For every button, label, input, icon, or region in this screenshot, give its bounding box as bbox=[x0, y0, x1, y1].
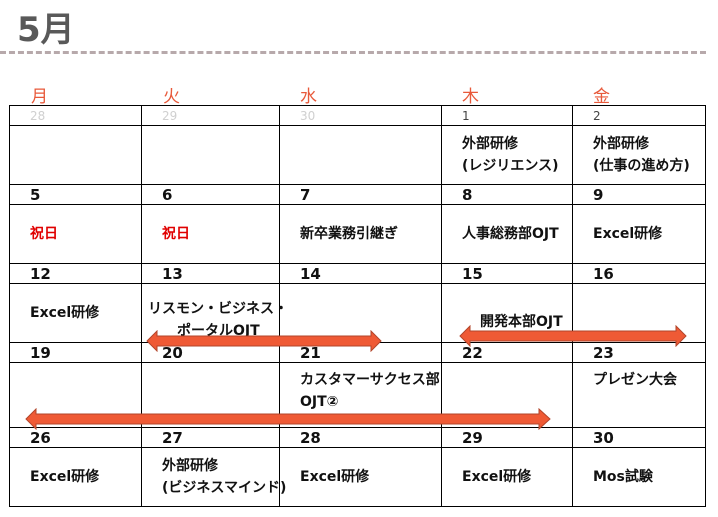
date-cell[interactable]: 5 bbox=[9, 184, 142, 205]
date-cell[interactable]: 29 bbox=[441, 427, 573, 448]
event-cell[interactable]: Mos試験 bbox=[572, 447, 706, 507]
date-cell[interactable]: 29 bbox=[141, 105, 280, 126]
event-text: Mos試験 bbox=[593, 469, 653, 485]
event-cell[interactable]: 新卒業務引継ぎ bbox=[279, 204, 442, 264]
event-cell[interactable] bbox=[279, 125, 442, 185]
event-text: Excel研修 bbox=[593, 226, 663, 242]
event-text: カスタマーサクセス部 bbox=[300, 372, 440, 388]
date-cell[interactable]: 1 bbox=[441, 105, 573, 126]
span-event-label: リスモン・ビジネス・ bbox=[148, 301, 288, 317]
date-cell[interactable]: 28 bbox=[279, 427, 442, 448]
double-arrow-icon[interactable] bbox=[145, 330, 385, 352]
date-row: 26 27 28 29 30 bbox=[9, 427, 706, 448]
event-text: Excel研修 bbox=[462, 469, 532, 485]
event-row: 外部研修 (レジリエンス) 外部研修 (仕事の進め方) bbox=[9, 125, 706, 185]
date-cell[interactable]: 2 bbox=[572, 105, 706, 126]
date-cell[interactable]: 14 bbox=[279, 263, 442, 284]
event-row: Excel研修 外部研修 (ビジネスマインド) Excel研修 Excel研修 … bbox=[9, 447, 706, 507]
date-cell[interactable]: 7 bbox=[279, 184, 442, 205]
calendar-table: 28 29 30 1 2 外部研修 (レジリエンス) 外部研修 (仕事の進め方)… bbox=[9, 105, 706, 507]
event-cell[interactable] bbox=[141, 125, 280, 185]
event-text: Excel研修 bbox=[30, 305, 100, 321]
event-text: 新卒業務引継ぎ bbox=[300, 226, 398, 242]
event-cell-holiday[interactable]: 祝日 bbox=[9, 204, 142, 264]
event-cell[interactable]: 外部研修 (レジリエンス) bbox=[441, 125, 573, 185]
event-cell[interactable] bbox=[9, 125, 142, 185]
event-cell[interactable]: 外部研修 (ビジネスマインド) bbox=[141, 447, 287, 507]
weekday-wed: 水 bbox=[300, 87, 317, 107]
event-cell[interactable]: Excel研修 bbox=[9, 283, 142, 343]
weekday-header: 月 火 水 木 金 bbox=[9, 82, 705, 107]
event-cell[interactable] bbox=[141, 283, 280, 343]
event-text: 外部研修 bbox=[462, 136, 518, 152]
date-cell[interactable]: 8 bbox=[441, 184, 573, 205]
date-cell[interactable]: 9 bbox=[572, 184, 706, 205]
span-event-label: 開発本部OJT bbox=[480, 314, 563, 330]
double-arrow-icon[interactable] bbox=[458, 325, 690, 347]
date-row: 12 13 14 15 16 bbox=[9, 263, 706, 284]
date-row: 5 6 7 8 9 bbox=[9, 184, 706, 205]
date-cell[interactable]: 13 bbox=[141, 263, 280, 284]
event-text: (レジリエンス) bbox=[462, 158, 559, 174]
date-cell[interactable]: 26 bbox=[9, 427, 142, 448]
date-cell[interactable]: 30 bbox=[572, 427, 706, 448]
date-cell[interactable]: 30 bbox=[279, 105, 442, 126]
event-text: OJT② bbox=[300, 394, 339, 410]
event-row: 祝日 祝日 新卒業務引継ぎ 人事総務部OJT Excel研修 bbox=[9, 204, 706, 264]
event-text: (仕事の進め方) bbox=[593, 158, 690, 174]
event-cell-holiday[interactable]: 祝日 bbox=[141, 204, 280, 264]
date-cell[interactable]: 27 bbox=[141, 427, 280, 448]
event-text: 人事総務部OJT bbox=[462, 226, 559, 242]
event-text: Excel研修 bbox=[300, 469, 370, 485]
date-row: 28 29 30 1 2 bbox=[9, 105, 706, 126]
date-cell[interactable]: 12 bbox=[9, 263, 142, 284]
event-cell[interactable]: Excel研修 bbox=[9, 447, 142, 507]
weekday-tue: 火 bbox=[163, 87, 180, 107]
event-cell[interactable]: Excel研修 bbox=[572, 204, 706, 264]
dashed-divider bbox=[0, 51, 706, 54]
event-cell[interactable]: プレゼン大会 bbox=[572, 362, 706, 428]
event-cell[interactable]: 外部研修 (仕事の進め方) bbox=[572, 125, 706, 185]
double-arrow-icon[interactable] bbox=[24, 408, 554, 430]
holiday-text: 祝日 bbox=[30, 226, 58, 242]
date-cell[interactable]: 6 bbox=[141, 184, 280, 205]
date-cell[interactable]: 15 bbox=[441, 263, 573, 284]
event-cell[interactable]: Excel研修 bbox=[279, 447, 442, 507]
span-event-label: ポータルOJT bbox=[177, 323, 260, 339]
month-title: 5月 bbox=[17, 10, 75, 50]
weekday-fri: 金 bbox=[593, 87, 610, 107]
event-text: (ビジネスマインド) bbox=[162, 480, 287, 496]
date-cell[interactable]: 16 bbox=[572, 263, 706, 284]
event-text: Excel研修 bbox=[30, 469, 100, 485]
event-text: プレゼン大会 bbox=[593, 372, 677, 388]
date-cell[interactable]: 19 bbox=[9, 342, 142, 363]
event-text: 外部研修 bbox=[593, 136, 649, 152]
weekday-mon: 月 bbox=[31, 87, 48, 107]
event-cell[interactable]: 人事総務部OJT bbox=[441, 204, 573, 264]
event-cell[interactable]: Excel研修 bbox=[441, 447, 573, 507]
holiday-text: 祝日 bbox=[162, 226, 190, 242]
date-cell[interactable]: 28 bbox=[9, 105, 142, 126]
weekday-thu: 木 bbox=[462, 87, 479, 107]
event-text: 外部研修 bbox=[162, 458, 218, 474]
